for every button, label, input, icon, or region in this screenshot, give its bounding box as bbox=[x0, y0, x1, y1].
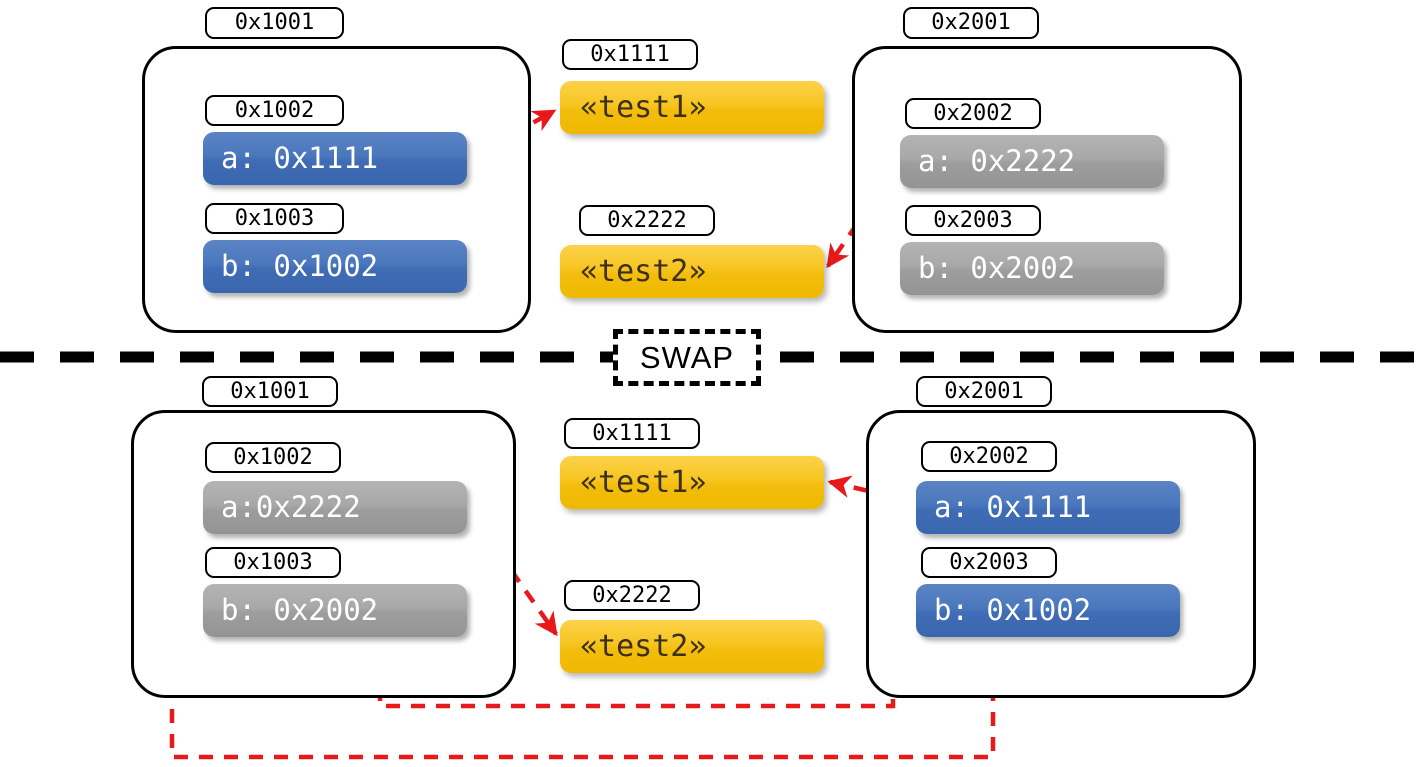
after-left-slot-1-address: 0x1003 bbox=[205, 547, 341, 578]
before-object-1: «test2» bbox=[560, 245, 824, 298]
after-right-slot-1: b: 0x1002 bbox=[916, 584, 1180, 637]
swap-divider-badge: SWAP bbox=[613, 329, 761, 386]
before-left-slot-1: b: 0x1002 bbox=[203, 240, 467, 293]
before-left-region-address: 0x1001 bbox=[205, 7, 344, 39]
after-right-slot-1-address: 0x2003 bbox=[921, 547, 1057, 578]
swap-label: SWAP bbox=[639, 339, 735, 375]
before-right-slot-0-address: 0x2002 bbox=[905, 98, 1041, 129]
after-object-1-address: 0x2222 bbox=[564, 580, 700, 611]
after-left-slot-0-address: 0x1002 bbox=[205, 442, 341, 473]
after-object-1: «test2» bbox=[560, 620, 824, 673]
after-left-region-address: 0x1001 bbox=[202, 376, 338, 407]
before-left-slot-1-address: 0x1003 bbox=[205, 203, 344, 234]
before-object-1-address: 0x2222 bbox=[579, 205, 715, 236]
after-right-region-address: 0x2001 bbox=[916, 376, 1052, 407]
after-left-slot-1: b: 0x2002 bbox=[203, 584, 467, 637]
before-right-slot-1: b: 0x2002 bbox=[900, 242, 1164, 295]
before-object-0: «test1» bbox=[560, 81, 824, 134]
after-right-slot-0-address: 0x2002 bbox=[921, 441, 1057, 472]
after-object-0-address: 0x1111 bbox=[564, 418, 700, 449]
before-right-slot-0: a: 0x2222 bbox=[900, 135, 1164, 188]
before-left-slot-0: a: 0x1111 bbox=[203, 132, 467, 185]
after-object-0: «test1» bbox=[560, 456, 824, 509]
before-left-slot-0-address: 0x1002 bbox=[205, 95, 344, 126]
before-right-region-address: 0x2001 bbox=[903, 7, 1039, 39]
after-left-slot-0: a:0x2222 bbox=[203, 481, 467, 534]
before-right-slot-1-address: 0x2003 bbox=[905, 205, 1041, 236]
before-object-0-address: 0x1111 bbox=[562, 39, 698, 70]
after-right-slot-0: a: 0x1111 bbox=[916, 481, 1180, 534]
